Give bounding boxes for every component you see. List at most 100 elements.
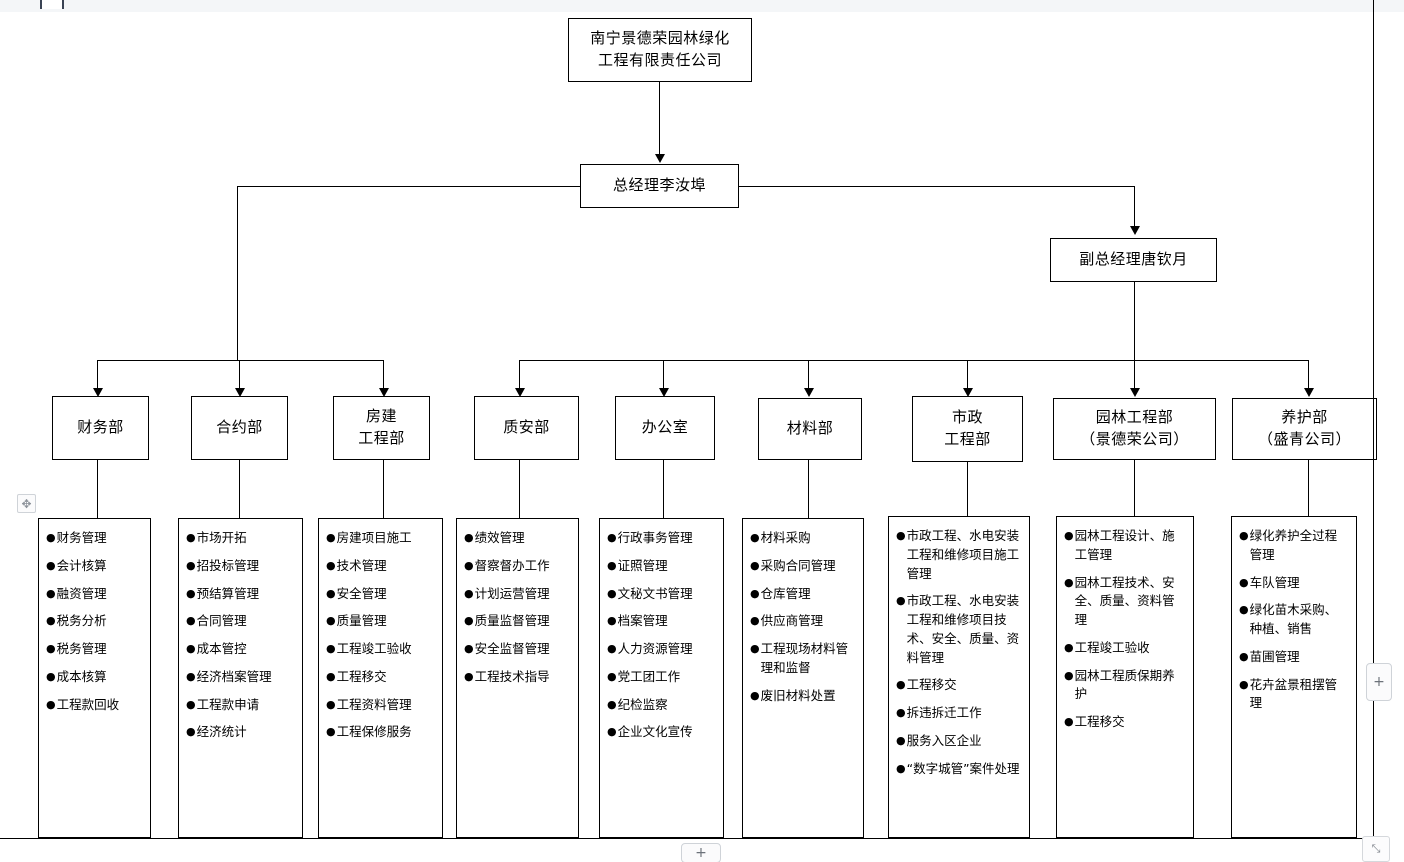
duty-item[interactable]: ●园林工程技术、安全、质量、资料管理 <box>1064 574 1186 630</box>
duty-item[interactable]: ●安全管理 <box>326 585 435 604</box>
arrow-dept-6 <box>963 388 973 397</box>
move-handle-icon[interactable]: ✥ <box>17 494 36 513</box>
deputy-manager-box[interactable]: 副总经理唐钦月 <box>1050 238 1217 282</box>
duty-panel-2[interactable]: ●房建项目施工 ●技术管理 ●安全管理 ●质量管理 ●工程竣工验收 ●工程移交 ●工程资料管… <box>318 518 443 838</box>
duty-item[interactable]: ●花卉盆景租摆管理 <box>1239 676 1349 714</box>
duty-item[interactable]: ●经济档案管理 <box>186 668 295 687</box>
duty-item[interactable]: ●经济统计 <box>186 723 295 742</box>
duty-item-label: 园林工程设计、施工管理 <box>1074 528 1175 562</box>
duty-item[interactable]: ●材料采购 <box>750 529 856 548</box>
department-box-5[interactable]: 材料部 <box>758 398 862 460</box>
move-icon-glyph: ✥ <box>21 496 32 511</box>
duty-item[interactable]: ●工程款回收 <box>46 696 143 715</box>
duty-item[interactable]: ●拆违拆迁工作 <box>896 704 1022 723</box>
duty-item[interactable]: ●档案管理 <box>607 612 716 631</box>
duty-item[interactable]: ●税务分析 <box>46 612 143 631</box>
duty-item[interactable]: ●人力资源管理 <box>607 640 716 659</box>
department-box-0[interactable]: 财务部 <box>52 396 149 460</box>
duty-item[interactable]: ●工程现场材料管理和监督 <box>750 640 856 678</box>
duty-item[interactable]: ●车队管理 <box>1239 574 1349 593</box>
duty-item[interactable]: ●财务管理 <box>46 529 143 548</box>
duty-item-label: 市场开拓 <box>196 530 247 545</box>
duty-item[interactable]: ●证照管理 <box>607 557 716 576</box>
duty-item[interactable]: ●成本管控 <box>186 640 295 659</box>
duty-item[interactable]: ●市政工程、水电安装工程和维修项目施工管理 <box>896 527 1022 583</box>
drop-dept-1 <box>239 360 240 388</box>
department-box-7[interactable]: 园林工程部 （景德荣公司） <box>1053 398 1216 460</box>
arrow-root-to-gm <box>655 154 665 163</box>
duty-item[interactable]: ●会计核算 <box>46 557 143 576</box>
duty-item[interactable]: ●绿化苗木采购、种植、销售 <box>1239 601 1349 639</box>
duty-item[interactable]: ●纪检监察 <box>607 696 716 715</box>
duty-item-label: 安全管理 <box>336 585 387 601</box>
duty-item[interactable]: ●工程移交 <box>326 668 435 687</box>
duty-item[interactable]: ●采购合同管理 <box>750 557 856 576</box>
duty-item[interactable]: ●工程移交 <box>896 676 1022 695</box>
duty-item[interactable]: ●党工团工作 <box>607 668 716 687</box>
duty-panel-5[interactable]: ●材料采购 ●采购合同管理 ●仓库管理 ●供应商管理 ●工程现场材料管理和监督 ●废旧材料… <box>742 518 864 838</box>
duty-item[interactable]: ●园林工程设计、施工管理 <box>1064 527 1186 565</box>
duty-panel-8[interactable]: ●绿化养护全过程管理 ●车队管理 ●绿化苗木采购、种植、销售 ●苗圃管理 ●花卉盆景租摆… <box>1231 516 1357 838</box>
duty-item[interactable]: ●质量管理 <box>326 612 435 631</box>
duty-item[interactable]: ●合同管理 <box>186 612 295 631</box>
general-manager-label: 总经理李汝埠 <box>612 176 706 195</box>
duty-item[interactable]: ●督察督办工作 <box>464 557 571 576</box>
duty-panel-3[interactable]: ●绩效管理 ●督察督办工作 ●计划运营管理 ●质量监督管理 ●安全监督管理 ●工程技术指导 <box>456 518 579 838</box>
bullet-icon: ● <box>607 669 617 683</box>
duty-item[interactable]: ●房建项目施工 <box>326 529 435 548</box>
department-box-3[interactable]: 质安部 <box>474 396 579 460</box>
duty-panel-1[interactable]: ●市场开拓 ●招投标管理 ●预结算管理 ●合同管理 ●成本管控 ●经济档案管理 ●工程款申请… <box>178 518 303 838</box>
department-box-8[interactable]: 养护部 （盛青公司） <box>1232 398 1377 460</box>
duty-item[interactable]: ●招投标管理 <box>186 557 295 576</box>
department-box-4[interactable]: 办公室 <box>615 396 715 460</box>
duty-item[interactable]: ●计划运营管理 <box>464 585 571 604</box>
duty-item[interactable]: ●质量监督管理 <box>464 612 571 631</box>
duty-item[interactable]: ●税务管理 <box>46 640 143 659</box>
add-row-button[interactable]: + <box>681 843 721 862</box>
department-box-1[interactable]: 合约部 <box>191 396 288 460</box>
company-root-box[interactable]: 南宁景德荣园林绿化 工程有限责任公司 <box>568 18 752 82</box>
duty-item[interactable]: ●工程款申请 <box>186 696 295 715</box>
duty-item[interactable]: ●融资管理 <box>46 585 143 604</box>
duty-item[interactable]: ●绿化养护全过程管理 <box>1239 527 1349 565</box>
duty-item[interactable]: ●废旧材料处置 <box>750 687 856 706</box>
duty-item-label: 质量管理 <box>336 613 387 629</box>
bullet-icon: ● <box>46 614 56 628</box>
duty-item[interactable]: ●安全监督管理 <box>464 640 571 659</box>
duty-item[interactable]: ●苗圃管理 <box>1239 648 1349 667</box>
duty-item[interactable]: ●预结算管理 <box>186 585 295 604</box>
duty-item[interactable]: ●技术管理 <box>326 557 435 576</box>
department-box-2[interactable]: 房建 工程部 <box>333 396 430 460</box>
duty-item[interactable]: ●绩效管理 <box>464 529 571 548</box>
duty-item[interactable]: ●工程移交 <box>1064 713 1186 732</box>
duty-item[interactable]: ●工程技术指导 <box>464 668 571 687</box>
duty-item[interactable]: ●工程保修服务 <box>326 723 435 742</box>
duty-item[interactable]: ●工程竣工验收 <box>326 640 435 659</box>
bullet-icon: ● <box>896 761 906 775</box>
duty-item[interactable]: ●供应商管理 <box>750 612 856 631</box>
duty-item[interactable]: ●仓库管理 <box>750 585 856 604</box>
duty-item[interactable]: ●园林工程质保期养护 <box>1064 667 1186 705</box>
duty-item[interactable]: ●工程资料管理 <box>326 696 435 715</box>
duty-item[interactable]: ●文秘文书管理 <box>607 585 716 604</box>
duty-item[interactable]: ●服务入区企业 <box>896 732 1022 751</box>
duty-item[interactable]: ●企业文化宣传 <box>607 723 716 742</box>
duty-panel-6[interactable]: ●市政工程、水电安装工程和维修项目施工管理 ●市政工程、水电安装工程和维修项目技术… <box>888 516 1030 838</box>
duty-item[interactable]: ●市场开拓 <box>186 529 295 548</box>
duty-item[interactable]: ●工程竣工验收 <box>1064 639 1186 658</box>
bullet-icon: ● <box>186 558 196 572</box>
resize-handle-icon[interactable]: ⤡ <box>1362 836 1390 862</box>
duty-item[interactable]: ●行政事务管理 <box>607 529 716 548</box>
page-tab-marker[interactable] <box>40 0 64 9</box>
duty-item[interactable]: ●“数字城管”案件处理 <box>896 760 1022 779</box>
duty-panel-7[interactable]: ●园林工程设计、施工管理 ●园林工程技术、安全、质量、资料管理 ●工程竣工验收 ●园林… <box>1056 516 1194 838</box>
duty-item[interactable]: ●成本核算 <box>46 668 143 687</box>
connector-dept-7-duties <box>1134 460 1135 518</box>
general-manager-box[interactable]: 总经理李汝埠 <box>580 164 739 208</box>
duty-panel-4[interactable]: ●行政事务管理 ●证照管理 ●文秘文书管理 ●档案管理 ●人力资源管理 ●党工团工作 ●纪检… <box>599 518 724 838</box>
duty-item-label: 人力资源管理 <box>617 641 693 656</box>
department-box-6[interactable]: 市政 工程部 <box>912 396 1023 462</box>
add-column-button[interactable]: + <box>1366 663 1392 701</box>
duty-panel-0[interactable]: ●财务管理 ●会计核算 ●融资管理 ●税务分析 ●税务管理 ●成本核算 ●工程款回收 <box>38 518 151 838</box>
duty-item[interactable]: ●市政工程、水电安装工程和维修项目技术、安全、质量、资料管理 <box>896 592 1022 667</box>
